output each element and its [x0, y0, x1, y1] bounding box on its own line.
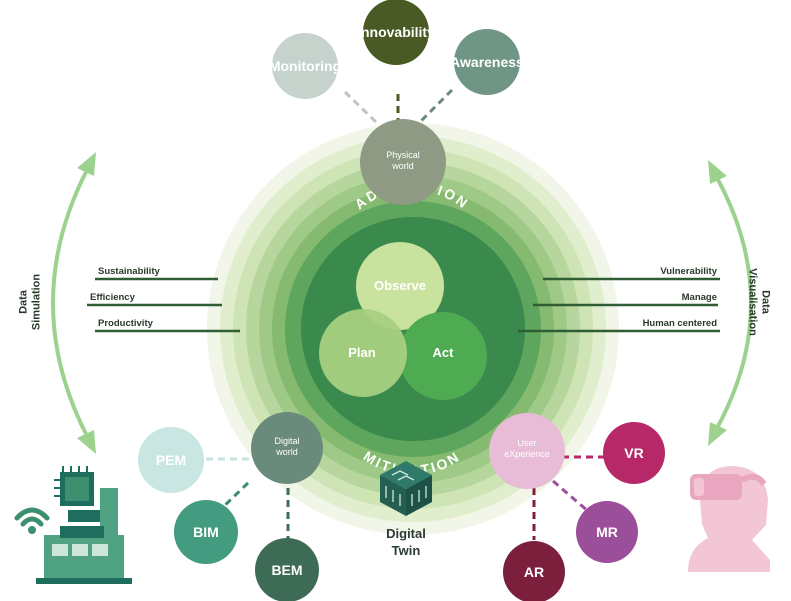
awareness-node	[454, 29, 520, 95]
mr-node	[576, 501, 638, 563]
ux-connectors	[532, 455, 604, 540]
mr-label: MR	[596, 524, 618, 540]
act-circle	[399, 312, 487, 400]
awareness-label: Awareness	[450, 54, 524, 70]
sustainability-label: Sustainability	[98, 266, 160, 277]
monitoring-label: Monitoring	[269, 58, 341, 74]
productivity-label: Productivity	[98, 318, 154, 329]
right-lines	[518, 277, 720, 333]
human-centered-label: Human centered	[643, 318, 718, 329]
right-double-arrow	[708, 160, 753, 446]
cycle-circles: Observe Plan Act	[319, 242, 487, 400]
bim-node	[174, 500, 238, 564]
plan-circle	[319, 309, 407, 397]
data-visualisation-label: DataVisualisation	[747, 268, 772, 336]
efficiency-label: Efficiency	[90, 292, 136, 303]
observe-label: Observe	[374, 278, 426, 293]
vulnerability-label: Vulnerability	[660, 266, 717, 277]
observe-circle	[356, 242, 444, 330]
left-lines	[87, 277, 240, 333]
manage-label: Manage	[682, 292, 717, 303]
ar-label: AR	[524, 564, 544, 580]
act-label: Act	[433, 345, 455, 360]
vr-node	[603, 422, 665, 484]
digital-connectors	[206, 457, 290, 540]
pem-node	[138, 427, 204, 493]
innovability-node	[363, 0, 429, 65]
pem-label: PEM	[156, 452, 186, 468]
physical-world-hub	[360, 119, 446, 205]
circuit-cube-icon	[380, 461, 432, 516]
vr-label: VR	[624, 445, 643, 461]
bem-label: BEM	[271, 562, 302, 578]
bem-node	[255, 538, 319, 601]
user-experience-hub	[489, 413, 565, 489]
monitoring-node	[272, 33, 338, 99]
left-double-arrow	[51, 152, 96, 454]
ar-node	[503, 541, 565, 601]
data-simulation-label: DataSimulation	[18, 274, 43, 331]
vr-headset-person-icon	[688, 466, 770, 572]
factory-wifi-icon	[14, 466, 132, 584]
plan-label: Plan	[348, 345, 376, 360]
bim-label: BIM	[193, 524, 219, 540]
physical-connectors	[343, 88, 454, 126]
digital-world-hub	[251, 412, 323, 484]
physical-cluster: Monitoring Awareness Innovability Physic…	[269, 0, 524, 205]
innovability-label: Innovability	[357, 24, 435, 40]
